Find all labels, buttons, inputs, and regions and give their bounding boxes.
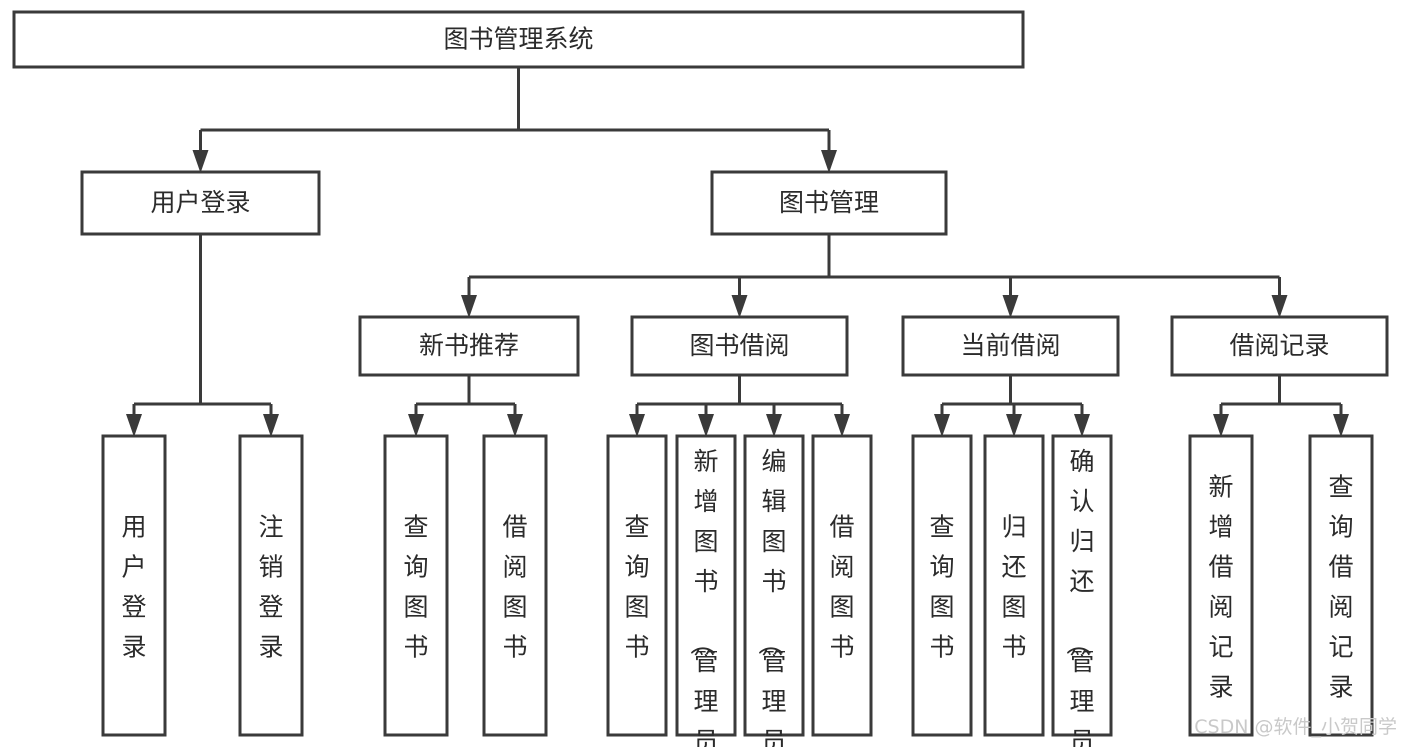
node-label-book-manage: 图书管理 [779, 188, 879, 217]
arrow-head-icon [408, 414, 424, 437]
node-leaf-confirm-return[interactable]: 确认归还（管理员） [1051, 434, 1113, 747]
node-box-leaf-borrow-book-2[interactable] [811, 434, 873, 737]
node-leaf-return-book[interactable]: 归还图书 [983, 434, 1045, 737]
node-current-borrow[interactable]: 当前借阅 [901, 315, 1120, 377]
node-new-book-recommend[interactable]: 新书推荐 [358, 315, 580, 377]
node-leaf-query-book-3[interactable]: 查询图书 [911, 434, 973, 737]
node-label-leaf-user-logout: 注销登录 [258, 513, 283, 662]
node-box-leaf-user-logout[interactable] [238, 434, 304, 737]
node-label-leaf-return-book: 归还图书 [1001, 513, 1026, 662]
arrow-head-icon [263, 414, 279, 437]
arrow-head-icon [1002, 295, 1019, 318]
node-leaf-query-book-1[interactable]: 查询图书 [383, 434, 449, 737]
node-box-borrow-record[interactable] [1170, 315, 1389, 377]
node-box-user-login[interactable] [80, 170, 321, 236]
node-label-borrow-record: 借阅记录 [1229, 331, 1329, 360]
node-label-user-login: 用户登录 [150, 188, 250, 217]
node-box-leaf-return-book[interactable] [983, 434, 1045, 737]
connector-group-root [192, 67, 837, 173]
arrow-head-icon [507, 414, 523, 437]
node-label-book-borrow: 图书借阅 [689, 331, 789, 360]
connector-group-book-manage [461, 234, 1288, 318]
connector-group-user-login [126, 234, 279, 437]
node-box-leaf-query-borrow-record[interactable] [1308, 434, 1374, 737]
node-label-leaf-query-borrow-record: 查询借阅记录 [1328, 473, 1353, 702]
node-box-new-book-recommend[interactable] [358, 315, 580, 377]
connector-group-borrow-record [1213, 375, 1349, 437]
csdn-watermark: CSDN @软件_小贺同学 [1194, 716, 1397, 738]
node-leaf-borrow-book-2[interactable]: 借阅图书 [811, 434, 873, 737]
node-label-root: 图书管理系统 [443, 25, 593, 54]
node-label-leaf-borrow-book-1: 借阅图书 [502, 513, 527, 662]
arrow-head-icon [731, 295, 748, 318]
node-leaf-query-borrow-record[interactable]: 查询借阅记录 [1308, 434, 1374, 737]
node-leaf-borrow-book-1[interactable]: 借阅图书 [482, 434, 548, 737]
arrow-head-icon [1006, 414, 1022, 437]
arrow-head-icon [1333, 414, 1349, 437]
arrow-head-icon [934, 414, 950, 437]
node-label-leaf-borrow-book-2: 借阅图书 [829, 513, 854, 662]
arrow-head-icon [126, 414, 142, 437]
node-box-leaf-query-book-3[interactable] [911, 434, 973, 737]
node-box-leaf-confirm-return[interactable] [1051, 434, 1113, 737]
node-leaf-add-book-admin[interactable]: 新增图书（管理员） [675, 434, 737, 747]
node-box-leaf-add-borrow-record[interactable] [1188, 434, 1254, 737]
node-box-leaf-borrow-book-1[interactable] [482, 434, 548, 737]
arrow-head-icon [1271, 295, 1288, 318]
arrow-head-icon [461, 295, 477, 318]
node-label-leaf-query-book-1: 查询图书 [403, 513, 428, 662]
node-label-leaf-query-book-3: 查询图书 [929, 513, 954, 662]
node-box-leaf-edit-book-admin[interactable] [743, 434, 805, 737]
node-label-new-book-recommend: 新书推荐 [419, 331, 519, 360]
connector-group-current-borrow [934, 375, 1090, 437]
node-label-leaf-add-book-admin: 新增图书（管理员） [687, 447, 718, 747]
node-label-leaf-edit-book-admin: 编辑图书（管理员） [755, 447, 786, 747]
node-book-borrow[interactable]: 图书借阅 [630, 315, 849, 377]
node-label-current-borrow: 当前借阅 [960, 331, 1060, 360]
node-book-manage[interactable]: 图书管理 [710, 170, 948, 236]
node-box-book-borrow[interactable] [630, 315, 849, 377]
arrow-head-icon [698, 414, 714, 437]
arrow-head-icon [629, 414, 645, 437]
arrow-head-icon [192, 150, 209, 173]
connector-group-new-book-recommend [408, 375, 523, 437]
node-borrow-record[interactable]: 借阅记录 [1170, 315, 1389, 377]
arrow-head-icon [834, 414, 850, 437]
node-box-leaf-user-login[interactable] [101, 434, 167, 737]
node-label-leaf-confirm-return: 确认归还（管理员） [1063, 447, 1094, 747]
node-box-current-borrow[interactable] [901, 315, 1120, 377]
node-box-leaf-query-book-2[interactable] [606, 434, 668, 737]
node-leaf-edit-book-admin[interactable]: 编辑图书（管理员） [743, 434, 805, 747]
node-box-book-manage[interactable] [710, 170, 948, 236]
node-label-leaf-add-borrow-record: 新增借阅记录 [1208, 473, 1233, 702]
node-layer: 图书管理系统用户登录图书管理新书推荐图书借阅当前借阅借阅记录用户登录注销登录查询… [12, 10, 1389, 747]
node-root[interactable]: 图书管理系统 [12, 10, 1025, 69]
connector-layer [126, 67, 1349, 437]
node-label-leaf-user-login: 用户登录 [121, 513, 146, 662]
node-leaf-user-logout[interactable]: 注销登录 [238, 434, 304, 737]
arrow-head-icon [1213, 414, 1229, 437]
connector-group-book-borrow [629, 375, 850, 437]
arrow-head-icon [766, 414, 782, 437]
node-leaf-user-login[interactable]: 用户登录 [101, 434, 167, 737]
node-label-leaf-query-book-2: 查询图书 [624, 513, 649, 662]
node-user-login[interactable]: 用户登录 [80, 170, 321, 236]
node-box-leaf-query-book-1[interactable] [383, 434, 449, 737]
node-box-leaf-add-book-admin[interactable] [675, 434, 737, 737]
arrow-head-icon [821, 150, 837, 173]
node-leaf-query-book-2[interactable]: 查询图书 [606, 434, 668, 737]
node-leaf-add-borrow-record[interactable]: 新增借阅记录 [1188, 434, 1254, 737]
node-box-root[interactable] [12, 10, 1025, 69]
arrow-head-icon [1074, 414, 1090, 437]
